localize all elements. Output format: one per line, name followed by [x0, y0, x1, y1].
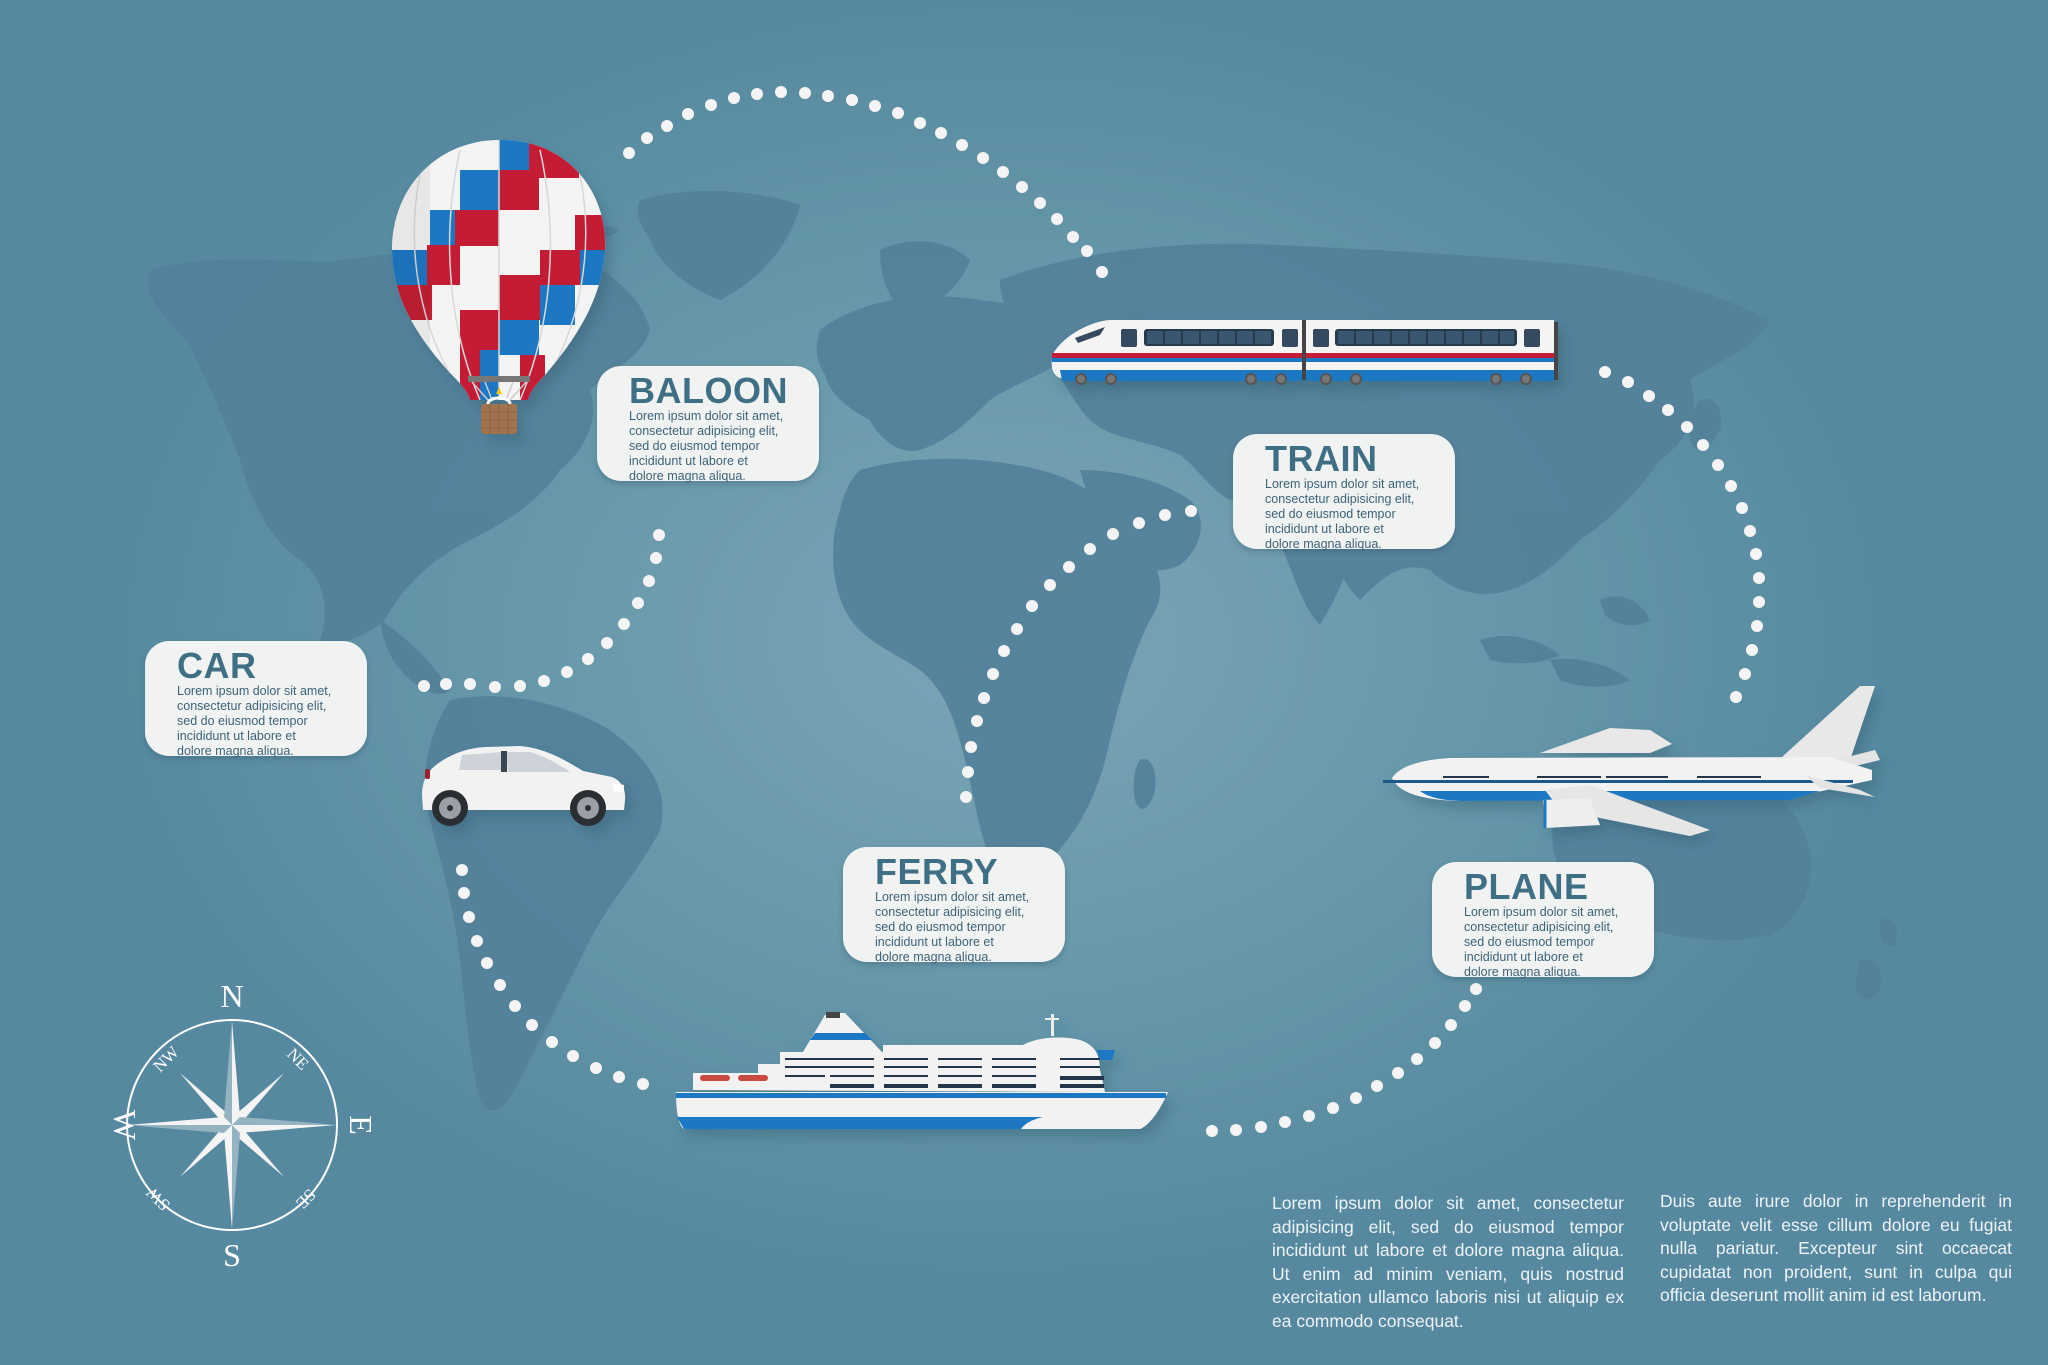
card-ferry-title: FERRY	[875, 851, 999, 892]
card-train: TRAIN Lorem ipsum dolor sit amet, consec…	[1233, 434, 1455, 551]
compass-s: S	[223, 1237, 241, 1273]
compass-n: N	[220, 978, 243, 1014]
compass-rose-icon: N S E W NE NW SE SW	[107, 978, 379, 1273]
card-car-title: CAR	[177, 645, 257, 686]
card-ferry: FERRY Lorem ipsum dolor sit amet, consec…	[843, 847, 1065, 964]
card-train-title: TRAIN	[1265, 438, 1378, 479]
card-car-body: Lorem ipsum dolor sit amet, consectetur …	[177, 684, 332, 758]
footer-paragraph-2: Duis aute irure dolor in reprehenderit i…	[1660, 1191, 2012, 1305]
card-ferry-body: Lorem ipsum dolor sit amet, consectetur …	[875, 890, 1030, 964]
route-train-to-plane	[1599, 366, 1765, 703]
airliner-icon	[1383, 686, 1880, 836]
route-ferry-to-plane	[1206, 920, 1510, 1137]
compass-ne: NE	[283, 1044, 312, 1073]
cruise-ferry-icon	[676, 1012, 1168, 1129]
card-car: CAR Lorem ipsum dolor sit amet, consecte…	[145, 641, 367, 758]
high-speed-train-icon	[1051, 320, 1558, 385]
hatchback-car-icon	[422, 746, 626, 826]
card-baloon-body: Lorem ipsum dolor sit amet, consectetur …	[629, 409, 784, 483]
card-baloon: BALOON Lorem ipsum dolor sit amet, conse…	[597, 366, 819, 483]
compass-e: E	[343, 1115, 379, 1135]
card-plane: PLANE Lorem ipsum dolor sit amet, consec…	[1432, 862, 1654, 979]
card-train-body: Lorem ipsum dolor sit amet, consectetur …	[1265, 477, 1420, 551]
compass-w: W	[107, 1110, 143, 1141]
route-ferry-to-train	[960, 505, 1197, 803]
route-dots	[418, 86, 1765, 1137]
card-plane-body: Lorem ipsum dolor sit amet, consectetur …	[1464, 905, 1619, 979]
card-plane-title: PLANE	[1464, 866, 1589, 907]
route-balloon-to-car	[418, 529, 665, 693]
compass-nw: NW	[149, 1042, 183, 1076]
card-baloon-title: BALOON	[629, 370, 788, 411]
footer-paragraph-1: Lorem ipsum dolor sit amet, consectetur …	[1272, 1193, 1624, 1331]
route-balloon-to-train	[623, 86, 1108, 278]
route-car-to-ferry	[456, 864, 649, 1090]
